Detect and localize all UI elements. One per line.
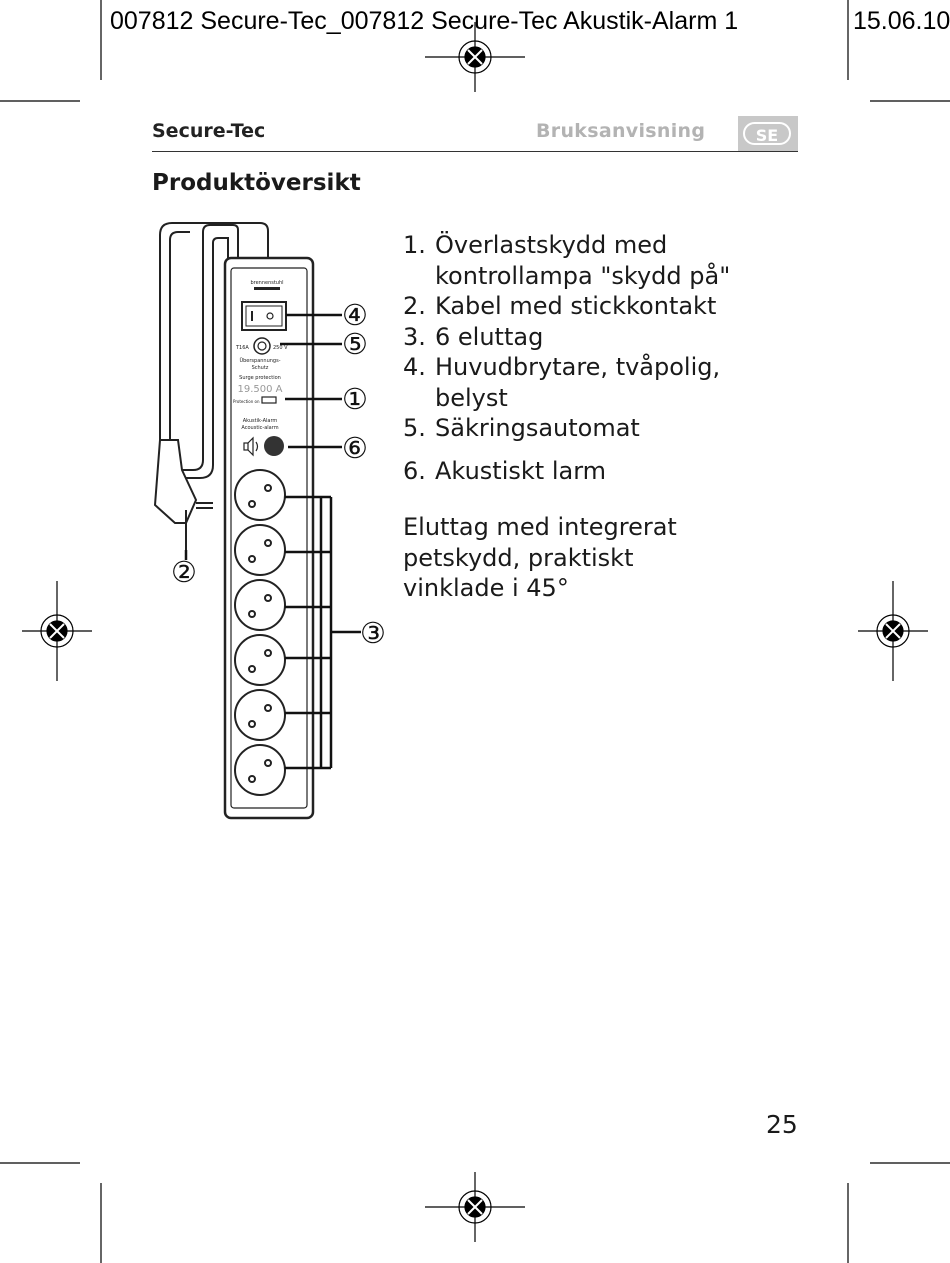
list-item: 6.Akustiskt larm [403,456,607,485]
callout-4: ④ [342,298,368,332]
surge-label-de-1: Überspannungs- [239,357,280,364]
list-item: 2.Kabel med stickkontakt [403,292,717,320]
print-slug-date: 15.06.10 [853,7,950,35]
header-rule [152,151,798,152]
callout-1: ① [342,382,368,416]
surge-label-de-2: Schutz [252,365,269,371]
note-paragraph: Eluttag med integrerat petskydd, praktis… [403,513,677,602]
print-slug: 007812 Secure-Tec_007812 Secure-Tec Akus… [110,7,739,35]
callout-2: ② [171,555,197,589]
feature-list: 1.Överlastskydd med kontrollampa "skydd … [403,230,783,486]
surge-label-en: Surge protection [239,375,281,381]
power-strip-illustration: brennenstuhl T16A 250 V Überspannungs- S… [153,222,386,820]
protection-on-label: Protection on [233,399,260,404]
amperage-label: 19.500 A [237,384,282,395]
callout-3: ③ [360,616,386,650]
callout-5: ⑤ [342,327,368,361]
brand-logo: brennenstuhl [250,280,283,286]
callout-6: ⑥ [342,431,368,465]
speaker-icon [243,436,259,457]
running-head-doc-type: Bruksanvisning [536,120,706,142]
language-badge: SE [738,116,798,152]
registration-mark-bottom [425,1172,525,1242]
registration-mark-top [425,22,525,92]
fuse-rating: T16A [235,345,249,351]
list-item: 5.Säkringsautomat [403,414,640,442]
alarm-label-en: Acoustic-alarm [241,425,278,431]
section-title: Produktöversikt [152,170,361,196]
registration-mark-left [22,581,92,681]
socket-outlets [234,469,286,796]
list-item: 3.6 eluttag [403,322,544,351]
alarm-label-de: Akustik-Alarm [243,418,278,424]
language-label: SE [743,122,791,145]
list-item: 4.Huvudbrytare, tvåpolig, belyst [403,353,721,412]
running-head-brand: Secure-Tec [152,120,266,142]
registration-mark-right [858,581,928,681]
page-number: 25 [766,1110,798,1139]
voltage-label: 250 V [273,345,288,351]
list-item: 1.Överlastskydd med kontrollampa "skydd … [403,231,731,290]
